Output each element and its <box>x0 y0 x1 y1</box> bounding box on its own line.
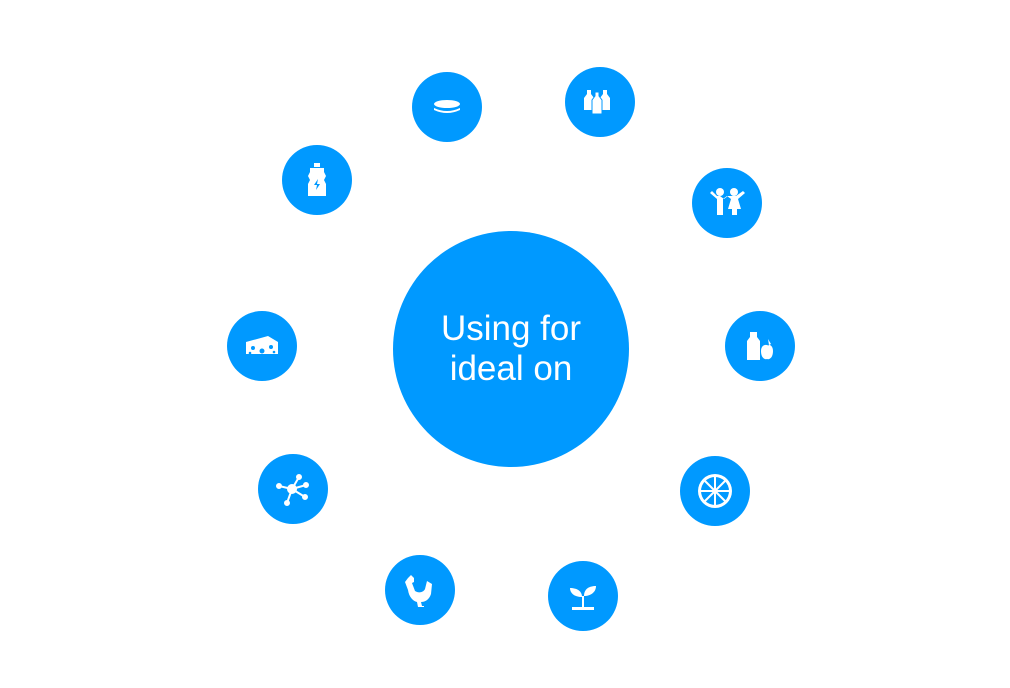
bottles-icon <box>584 90 610 115</box>
node-tablet <box>412 72 482 142</box>
children-icon <box>710 188 745 215</box>
node-milk-apple <box>725 311 795 381</box>
tablet-icon <box>434 100 460 113</box>
center-text-line1: Using for <box>440 309 582 348</box>
sports-bottle-icon <box>308 163 326 196</box>
citrus-icon <box>698 474 732 508</box>
node-molecule <box>258 454 328 524</box>
cheese-icon <box>246 336 278 355</box>
rooster-icon <box>405 575 432 607</box>
center-text-line2: ideal on <box>449 349 573 388</box>
molecule-icon <box>276 474 309 506</box>
node-sprout <box>548 561 618 631</box>
node-sports-bottle <box>282 145 352 215</box>
node-rooster <box>385 555 455 625</box>
sprout-icon <box>570 586 596 610</box>
node-bottles <box>565 67 635 137</box>
milk-apple-icon <box>747 332 773 360</box>
node-children <box>692 168 762 238</box>
node-citrus <box>680 456 750 526</box>
center-circle: Using for ideal on <box>393 231 629 467</box>
node-cheese <box>227 311 297 381</box>
